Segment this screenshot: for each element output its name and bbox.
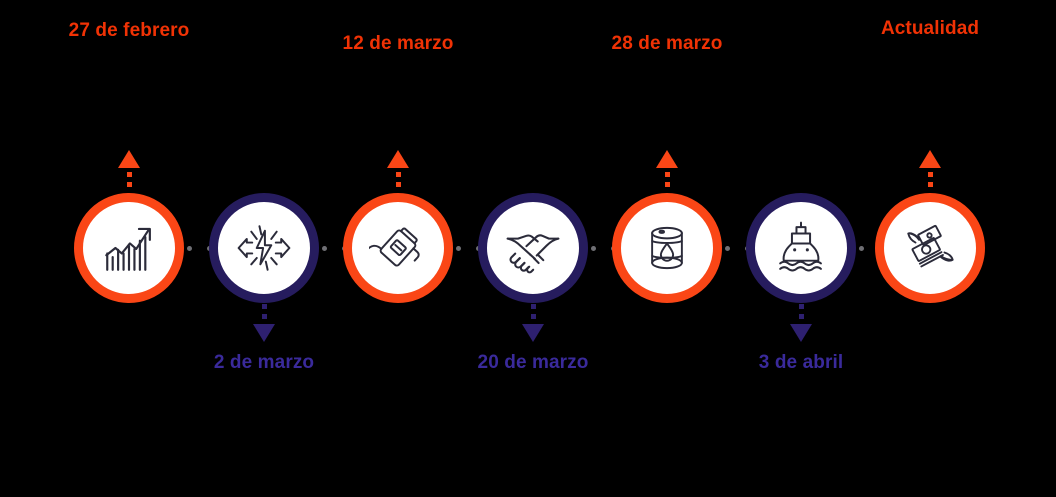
milestone-node-2[interactable]	[209, 193, 319, 303]
arrow-stem-dot	[261, 304, 267, 309]
cargo-ship-icon	[772, 219, 830, 277]
oil-barrel-icon	[639, 220, 695, 276]
arrow-stem-dot	[664, 172, 670, 177]
growth-chart-icon	[100, 219, 158, 277]
arrow-stem-dot	[261, 314, 267, 319]
milestone-pointer-up	[118, 150, 140, 192]
arrow-stem-dot	[126, 172, 132, 177]
arrow-stem-dot	[126, 182, 132, 187]
milestone-node-5[interactable]	[612, 193, 722, 303]
connector-dot	[859, 245, 864, 251]
milestone-label-6: 3 de abril	[758, 352, 844, 373]
milestone-pointer-down	[790, 304, 812, 342]
arrow-stem-dot	[395, 182, 401, 187]
handshake-icon	[503, 218, 563, 278]
milestone-label-5: 28 de marzo	[611, 33, 723, 54]
milestone-label-3: 12 de marzo	[342, 33, 454, 54]
milestone-pointer-down	[253, 304, 275, 342]
milestone-label-1: 27 de febrero	[68, 20, 190, 41]
arrow-stem-dot	[798, 304, 804, 309]
arrow-stem-dot	[927, 172, 933, 177]
milestone-label-2: 2 de marzo	[213, 352, 315, 373]
arrow-head-up-icon	[656, 150, 678, 168]
milestone-pointer-up	[656, 150, 678, 192]
arrow-stem-dot	[798, 314, 804, 319]
arrow-stem-dot	[530, 304, 536, 309]
milestone-pointer-up	[387, 150, 409, 192]
milestone-node-1[interactable]	[74, 193, 184, 303]
arrow-head-down-icon	[522, 324, 544, 342]
milestone-node-4[interactable]	[478, 193, 588, 303]
connector-dot	[591, 245, 596, 251]
arrow-stem-dot	[395, 172, 401, 177]
connector-dot	[322, 245, 327, 251]
milestone-node-6[interactable]	[746, 193, 856, 303]
milestone-node-3[interactable]	[343, 193, 453, 303]
arrow-head-down-icon	[790, 324, 812, 342]
fuel-nozzle-icon	[369, 219, 427, 277]
arrow-stem-dot	[530, 314, 536, 319]
connector-dot	[456, 245, 461, 251]
milestone-pointer-up	[919, 150, 941, 192]
arrow-stem-dot	[927, 182, 933, 187]
arrow-head-up-icon	[118, 150, 140, 168]
arrow-stem-dot	[664, 182, 670, 187]
connector-dot	[725, 245, 730, 251]
connector-dot	[187, 245, 192, 251]
milestone-node-7[interactable]	[875, 193, 985, 303]
arrow-head-down-icon	[253, 324, 275, 342]
flying-money-icon	[901, 219, 959, 277]
arrow-head-up-icon	[387, 150, 409, 168]
arrow-head-up-icon	[919, 150, 941, 168]
milestone-pointer-down	[522, 304, 544, 342]
milestone-label-4: 20 de marzo	[477, 352, 589, 373]
impact-burst-icon	[235, 219, 293, 277]
milestone-label-7: Actualidad	[880, 18, 980, 39]
